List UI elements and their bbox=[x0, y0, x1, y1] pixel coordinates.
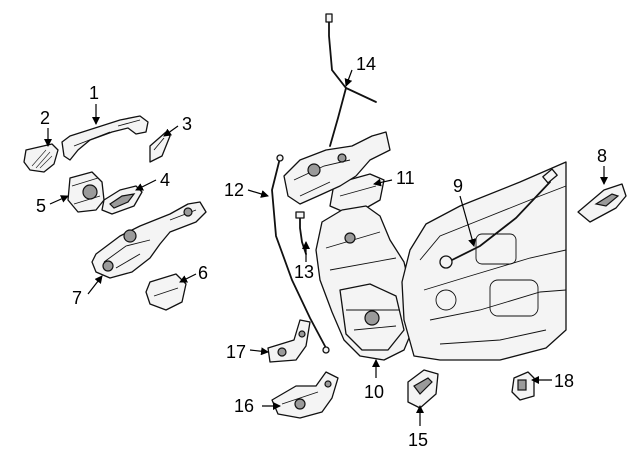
callout-5: 5 bbox=[36, 196, 46, 216]
leader-7 bbox=[87, 275, 103, 295]
trim-piece-part bbox=[577, 183, 627, 223]
handle-cap-part bbox=[23, 143, 59, 173]
callout-17: 17 bbox=[226, 342, 246, 362]
callout-7: 7 bbox=[72, 288, 82, 308]
callout-8: 8 bbox=[597, 146, 607, 166]
callout-12: 12 bbox=[224, 180, 244, 200]
callout-6: 6 bbox=[198, 263, 208, 283]
callout-15: 15 bbox=[408, 430, 428, 450]
link-rod-part bbox=[325, 13, 377, 147]
callout-4: 4 bbox=[160, 170, 170, 190]
outside-handle-part bbox=[61, 115, 149, 161]
leader-3 bbox=[163, 125, 179, 137]
handle-bezel-part bbox=[149, 131, 171, 163]
callout-11: 11 bbox=[396, 168, 415, 188]
striker-part bbox=[407, 369, 439, 409]
callout-3: 3 bbox=[182, 114, 192, 134]
leader-4 bbox=[135, 179, 157, 191]
leader-17 bbox=[249, 347, 269, 356]
wiring-part bbox=[295, 211, 307, 255]
leader-9 bbox=[459, 195, 476, 247]
handle-seal-part bbox=[101, 185, 143, 215]
leader-5 bbox=[49, 195, 69, 205]
hinge-lower-part bbox=[271, 371, 339, 419]
callout-10: 10 bbox=[364, 382, 384, 402]
callout-14: 14 bbox=[356, 54, 376, 74]
door-check-part bbox=[439, 168, 558, 269]
callout-2: 2 bbox=[40, 108, 50, 128]
leader-14 bbox=[344, 69, 353, 87]
callout-18: 18 bbox=[554, 371, 574, 391]
callout-9: 9 bbox=[453, 176, 463, 196]
door-panel bbox=[401, 161, 567, 361]
callout-16: 16 bbox=[234, 396, 254, 416]
leader-12 bbox=[247, 189, 269, 198]
upper-lock-mechanism bbox=[283, 131, 391, 205]
clip-part bbox=[511, 371, 535, 401]
cable-part bbox=[271, 154, 330, 354]
callout-1: 1 bbox=[89, 83, 99, 103]
leader-11 bbox=[373, 178, 393, 187]
handle-carrier-part bbox=[91, 201, 207, 279]
callout-13: 13 bbox=[294, 262, 314, 282]
hinge-upper-part bbox=[267, 319, 311, 363]
lock-cylinder-part bbox=[67, 171, 105, 213]
leader-6 bbox=[179, 273, 197, 283]
door-latch-assembly-part bbox=[315, 205, 415, 361]
cover-part bbox=[145, 273, 187, 311]
